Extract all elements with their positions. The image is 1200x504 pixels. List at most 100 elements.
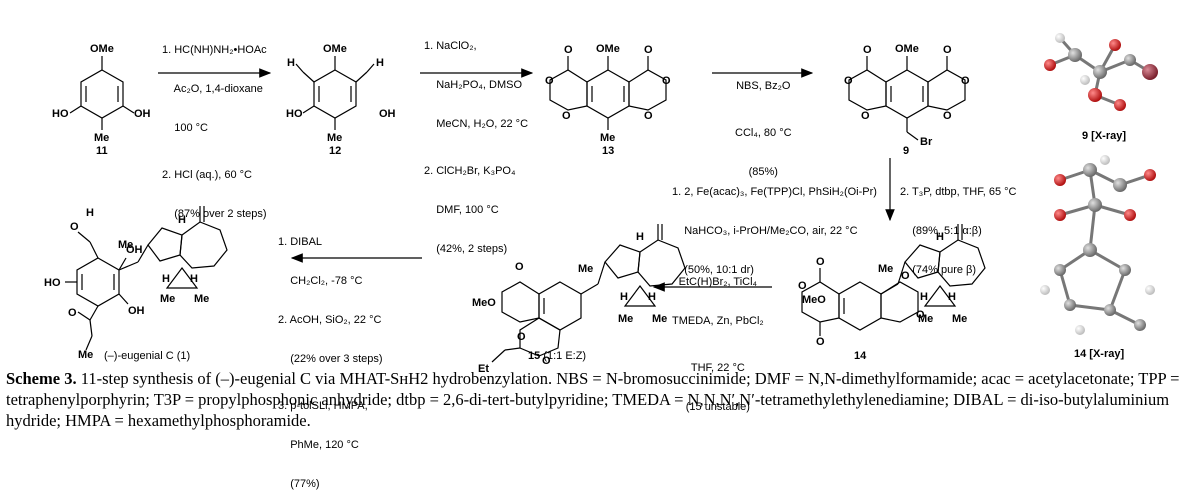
xray-label-14: 14 [X-ray] [1074,348,1125,360]
svg-text:OMe: OMe [895,43,919,55]
svg-text:H: H [936,231,944,243]
svg-text:O: O [816,336,825,348]
caption-text: 11-step synthesis of (–)-eugenial C via … [6,369,1180,430]
compound-14-structure [801,224,986,336]
svg-text:H: H [636,231,644,243]
svg-text:OH: OH [134,108,151,120]
svg-text:OMe: OMe [323,43,347,55]
svg-text:O: O [816,256,825,268]
svg-text:Me: Me [618,313,633,325]
svg-text:O: O [943,44,952,56]
svg-text:O: O [517,331,526,343]
svg-text:Me: Me [600,132,615,144]
svg-text:H: H [648,291,656,303]
conditions-step4-left: 1. 2, Fe(acac)₃, Fe(TPP)Cl, PhSiH₂(Oi-Pr… [672,160,877,290]
condition-line: (89%, 5:1 α:β) [900,225,982,237]
compound-label-11: 11 [96,145,108,157]
condition-line: 1. 2, Fe(acac)₃, Fe(TPP)Cl, PhSiH₂(Oi-Pr… [672,186,877,198]
svg-text:O: O [644,110,653,122]
condition-line: DMF, 100 °C [424,204,499,216]
svg-text:O: O [863,44,872,56]
svg-text:MeO: MeO [472,297,496,309]
svg-text:Me: Me [652,313,667,325]
svg-text:O: O [68,307,77,319]
condition-line: 2. ClCH₂Br, K₃PO₄ [424,165,516,177]
condition-line: 2. AcOH, SiO₂, 22 °C [278,314,382,326]
svg-text:H: H [948,291,956,303]
condition-line: (22% over 3 steps) [278,353,383,365]
compound-label-13: 13 [602,145,615,157]
condition-line: (15 unstable) [685,401,750,413]
svg-text:Me: Me [578,263,593,275]
svg-text:O: O [961,75,970,87]
condition-line: MeCN, H₂O, 22 °C [424,118,529,130]
condition-line: NBS, Bz₂O [736,80,791,92]
svg-text:Me: Me [327,132,342,144]
condition-line: (87% over 2 steps) [162,208,267,220]
svg-text:O: O [515,261,524,273]
compound-11-structure [69,56,135,130]
condition-line: 3. p-tolSLi, HMPA, [278,400,368,412]
condition-line: 1. HC(NH)NH₂•HOAc [162,44,267,56]
svg-text:O: O [901,270,910,282]
caption-title: Scheme 3. [6,369,77,388]
svg-text:Et: Et [478,363,489,375]
condition-line: TMEDA, Zn, PbCl₂ [672,315,764,327]
compound-label-15: 15 (1:1 E:Z) [528,350,586,362]
svg-text:O: O [70,221,79,233]
condition-line: CH₂Cl₂, -78 °C [278,275,363,287]
svg-text:H: H [162,273,170,285]
conditions-step1: 1. HC(NH)NH₂•HOAc Ac₂O, 1,4-dioxane 100 … [162,18,267,234]
compound-15-ratio: (1:1 E:Z) [543,350,587,362]
svg-text:O: O [545,75,554,87]
svg-text:H: H [287,57,295,69]
condition-line: 100 °C [162,122,208,134]
conditions-step4-right: 2. T₃P, dtbp, THF, 65 °C (89%, 5:1 α:β) … [900,160,1017,290]
condition-line: CCl₄, 80 °C [735,127,792,139]
condition-line: 2. HCl (aq.), 60 °C [162,169,252,181]
xray-model-9 [1044,33,1158,111]
condition-line: 2. T₃P, dtbp, THF, 65 °C [900,186,1017,198]
compound-label-12: 12 [329,145,342,157]
svg-text:H: H [178,214,186,226]
synthesis-scheme: OMe HO OH Me OMe H H HO OH Me OMe O O O … [44,33,1158,375]
svg-text:OH: OH [126,244,143,256]
svg-text:H: H [190,273,198,285]
svg-text:Br: Br [920,136,933,148]
conditions-step6: 1. DIBAL CH₂Cl₂, -78 °C 2. AcOH, SiO₂, 2… [278,210,383,504]
condition-line: 1. DIBAL [278,236,323,248]
svg-text:MeO: MeO [802,294,826,306]
compound-9-structure [848,56,966,141]
svg-text:Me: Me [194,293,209,305]
compound-label-9: 9 [903,145,910,157]
conditions-step2: 1. NaClO₂, NaH₂PO₄, DMSO MeCN, H₂O, 22 °… [424,14,528,269]
product-structure [65,206,228,351]
condition-line: EtC(H)Br₂, TiCl₄ [678,276,758,288]
svg-text:O: O [844,75,853,87]
conditions-step5: EtC(H)Br₂, TiCl₄ TMEDA, Zn, PbCl₂ THF, 2… [672,250,764,427]
compound-15-structure [491,224,686,363]
svg-text:O: O [943,110,952,122]
condition-line: (50%, 10:1 dr) [672,264,754,276]
svg-text:OMe: OMe [90,43,114,55]
compound-13-structure [549,56,667,130]
condition-line: NaH₂PO₄, DMSO [424,79,522,91]
condition-line: (42%, 2 steps) [424,243,508,255]
condition-line: NaHCO₃, i-PrOH/Me₂CO, air, 22 °C [672,225,858,237]
svg-text:Me: Me [118,239,133,251]
svg-text:O: O [798,280,807,292]
svg-text:OH: OH [379,108,396,120]
compound-12-structure [295,56,375,130]
condition-line: (74% pure β) [900,264,977,276]
compound-label-14: 14 [854,350,867,362]
svg-text:O: O [542,355,551,367]
svg-text:Me: Me [878,263,893,275]
condition-line: (77%) [278,478,320,490]
svg-text:Me: Me [918,313,933,325]
svg-text:H: H [376,57,384,69]
svg-text:O: O [916,309,925,321]
condition-line: (85%) [748,166,778,178]
svg-text:O: O [644,44,653,56]
svg-text:O: O [662,75,671,87]
condition-line: Ac₂O, 1,4-dioxane [162,83,263,95]
